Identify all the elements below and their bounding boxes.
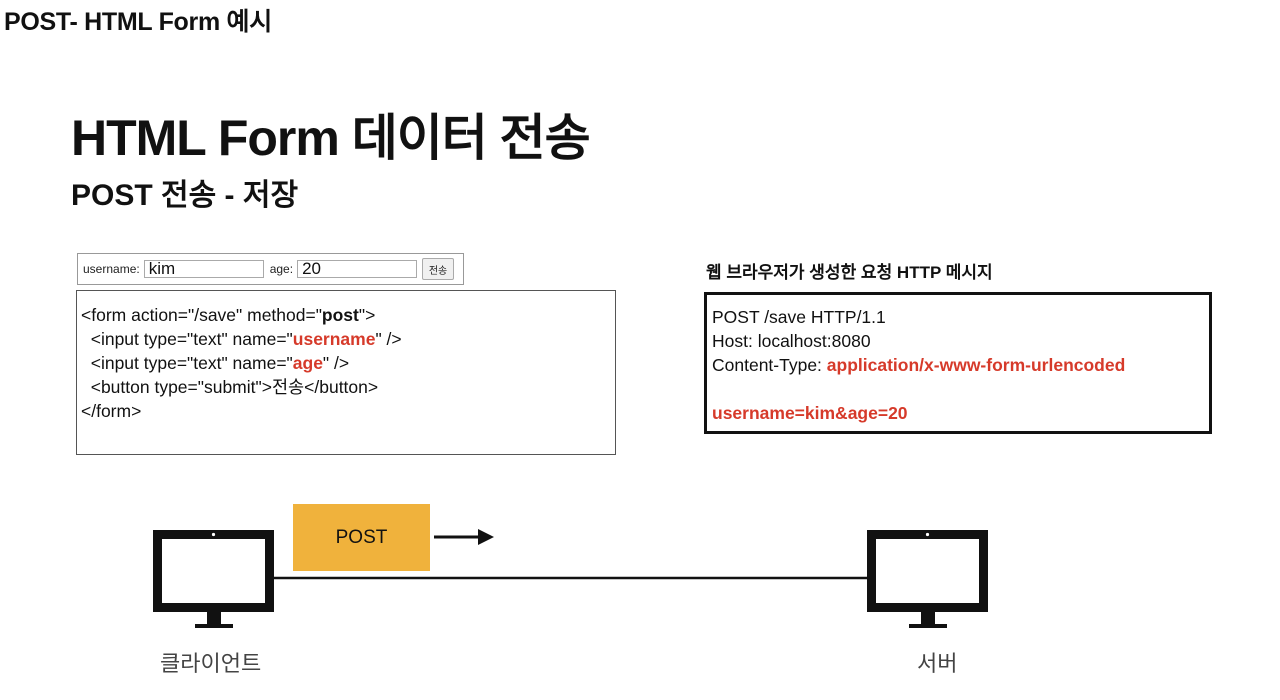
code-line-4: <button type="submit">전송</button> xyxy=(81,377,379,397)
http-message-box: POST /save HTTP/1.1 Host: localhost:8080… xyxy=(704,292,1212,434)
post-method-badge: POST xyxy=(293,504,430,571)
code-text: " /> xyxy=(322,353,350,373)
code-line-5: </form> xyxy=(81,401,142,421)
content-type-value: application/x-www-form-urlencoded xyxy=(826,355,1126,375)
username-label: username: xyxy=(83,262,140,276)
http-content-type-header: Content-Type: application/x-www-form-url… xyxy=(712,353,1209,377)
age-label: age: xyxy=(269,262,294,276)
code-text: " /> xyxy=(375,329,402,349)
form-preview: username: kim age: 20 전송 xyxy=(77,253,464,285)
code-text: <form action="/save" method=" xyxy=(81,305,322,325)
code-text: "> xyxy=(358,305,376,325)
code-line-3: <input type="text" name="age" /> xyxy=(81,351,615,375)
header-key: Content-Type: xyxy=(712,355,827,375)
subtitle: POST 전송 - 저장 xyxy=(71,179,299,212)
code-text: <input type="text" name=" xyxy=(81,329,293,349)
age-input[interactable]: 20 xyxy=(297,260,418,278)
server-label: 서버 xyxy=(917,651,958,676)
page-top-title: POST- HTML Form 예시 xyxy=(4,8,272,36)
html-code-box: <form action="/save" method="post"> <inp… xyxy=(76,290,616,455)
code-name-username: username xyxy=(292,329,376,349)
code-method-value: post xyxy=(321,305,359,325)
code-line-1: <form action="/save" method="post"> xyxy=(81,303,615,327)
post-label: POST xyxy=(335,526,388,548)
arrow-icon xyxy=(434,529,494,545)
server-computer-icon xyxy=(867,530,988,628)
username-input[interactable]: kim xyxy=(143,260,264,278)
http-host-header: Host: localhost:8080 xyxy=(712,331,871,351)
client-computer-icon xyxy=(153,530,274,628)
client-label: 클라이언트 xyxy=(160,651,262,676)
code-line-2: <input type="text" name="username" /> xyxy=(81,327,615,351)
http-message-label: 웹 브라우저가 생성한 요청 HTTP 메시지 xyxy=(706,263,993,282)
http-body: username=kim&age=20 xyxy=(712,403,908,423)
main-title: HTML Form 데이터 전송 xyxy=(71,110,591,166)
code-text: <input type="text" name=" xyxy=(81,353,293,373)
submit-button[interactable]: 전송 xyxy=(422,258,455,280)
http-request-line: POST /save HTTP/1.1 xyxy=(712,307,886,327)
code-name-age: age xyxy=(292,353,323,373)
